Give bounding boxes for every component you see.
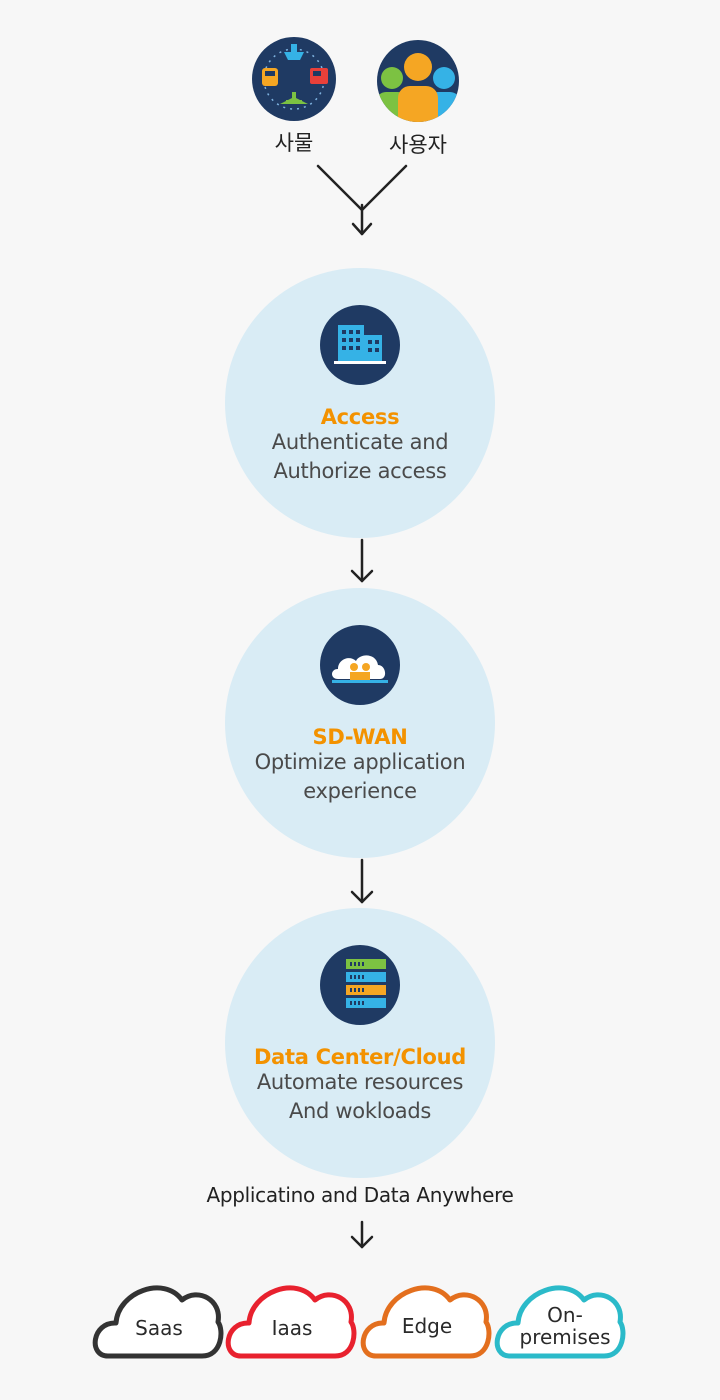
cloud-label-line: premises	[519, 1325, 611, 1349]
arrow-sdwan-to-datacenter	[350, 858, 374, 904]
cloud-label-edge: Edge	[401, 1314, 453, 1338]
stage-description-line: Authorize access	[273, 459, 447, 483]
stage-description-line: Automate resources	[256, 1070, 464, 1094]
stage-title: Data Center/Cloud	[254, 1045, 466, 1069]
building-icon	[320, 305, 400, 385]
users-icon	[377, 40, 459, 122]
arrow-access-to-sdwan	[350, 538, 374, 583]
cloud-label-line: On-	[547, 1303, 583, 1327]
cloud-label-saas: Saas	[135, 1316, 183, 1340]
stage-access: Access Authenticate and Authorize access	[225, 268, 495, 538]
cloud-on-premises	[494, 1285, 626, 1359]
stage-description: Authenticate and Authorize access	[235, 428, 485, 486]
merge-arrow	[316, 164, 408, 236]
cloud-iaas	[225, 1285, 357, 1359]
stage-datacenter: Data Center/Cloud Automate resources And…	[225, 908, 495, 1178]
destination-caption: Applicatino and Data Anywhere	[206, 1183, 514, 1207]
stage-description-line: And wokloads	[288, 1099, 432, 1123]
stage-sdwan: SD-WAN Optimize application experience	[225, 588, 495, 858]
stage-description-line: experience	[303, 779, 417, 803]
server-rack-icon	[320, 945, 400, 1025]
stage-description-line: Optimize application	[254, 750, 466, 774]
stage-title: SD-WAN	[312, 725, 408, 749]
source-label-things: 사물	[274, 131, 314, 155]
stage-description: Optimize application experience	[235, 748, 485, 806]
cloud-edge	[360, 1285, 492, 1359]
vehicles-icon	[252, 37, 336, 121]
cloud-saas	[92, 1285, 224, 1359]
cloud-router-icon	[320, 625, 400, 705]
source-label-users: 사용자	[389, 133, 447, 157]
arrow-to-destinations	[350, 1220, 374, 1249]
cloud-label-iaas: Iaas	[271, 1316, 313, 1340]
stage-description-line: Authenticate and	[271, 430, 449, 454]
cloud-label-on-premises: On- premises	[510, 1304, 620, 1348]
stage-description: Automate resources And wokloads	[235, 1068, 485, 1126]
stage-title: Access	[320, 405, 400, 429]
